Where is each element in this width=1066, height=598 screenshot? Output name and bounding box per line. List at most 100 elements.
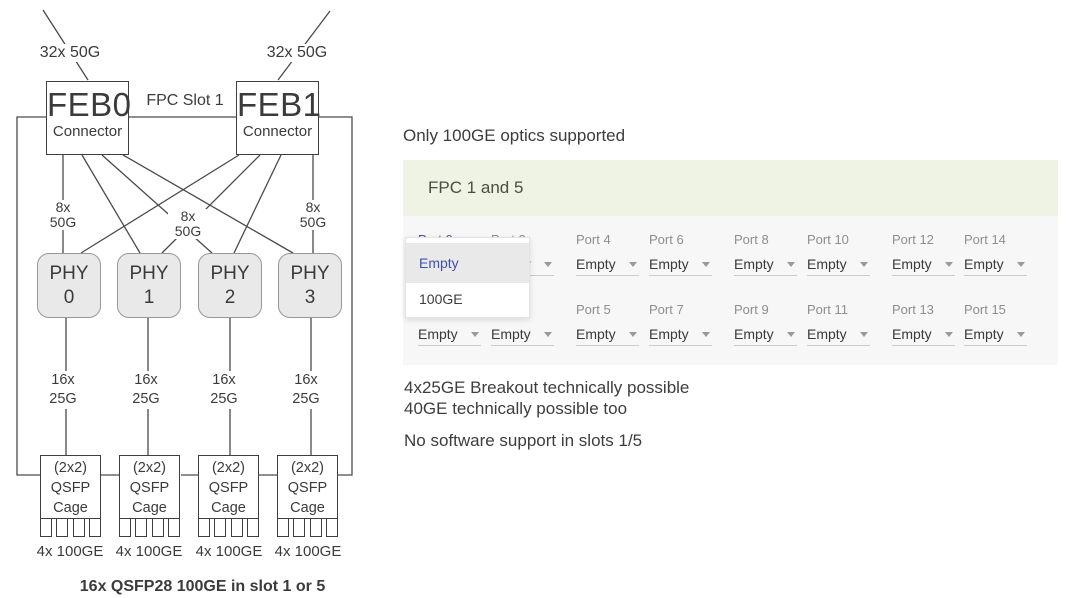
port-label: Port 13 — [892, 302, 934, 317]
feb-phy-link-label-left: 8x 50G — [43, 200, 83, 230]
qsfp-port-icon — [198, 518, 210, 537]
port-field-6: Port 6 Empty — [649, 233, 712, 276]
port-label: Port 10 — [807, 232, 849, 247]
qsfp-port-icon — [293, 518, 306, 537]
fpc-card-header: FPC 1 and 5 — [403, 160, 1058, 216]
qsfp-port-icon — [277, 518, 289, 537]
qsfp-port-icon — [309, 518, 322, 537]
port-select[interactable]: Empty — [892, 323, 955, 346]
chevron-down-icon — [629, 261, 637, 267]
port-select[interactable]: Empty — [964, 323, 1027, 346]
port-label: Port 5 — [576, 302, 611, 317]
optics-note: Only 100GE optics supported — [403, 126, 626, 145]
dropdown-option-empty[interactable]: Empty — [406, 243, 529, 283]
port-label: Port 6 — [649, 232, 684, 247]
software-note: No software support in slots 1/5 — [404, 430, 642, 451]
port-field-8: Port 8 Empty — [734, 233, 797, 276]
qsfp-cage-3: (2x2) QSFP Cage — [277, 455, 338, 519]
cage1-output-label: 4x 100GE — [115, 543, 183, 560]
qsfp-port-icon — [151, 518, 164, 537]
qsfp-port-icon — [40, 518, 52, 537]
feb1-subtitle: Connector — [242, 123, 313, 140]
port-label: Port 12 — [892, 232, 934, 247]
qsfp-port-icon — [88, 518, 101, 537]
port-select[interactable]: Empty — [576, 253, 639, 276]
feb1-title: FEB1 — [237, 86, 322, 123]
chevron-down-icon — [1017, 261, 1025, 267]
qsfp-port-icon — [135, 518, 148, 537]
phy-cage-link-label-2: 16x 25G — [202, 371, 246, 409]
uplink-label-right: 32x 50G — [261, 44, 333, 62]
breakout-notes: 4x25GE Breakout technically possible 40G… — [404, 377, 689, 419]
qsfp-port-icon — [72, 518, 85, 537]
chevron-down-icon — [629, 331, 637, 337]
note-line: 40GE technically possible too — [404, 399, 628, 418]
diagram-footnote: 16x QSFP28 100GE in slot 1 or 5 — [79, 578, 326, 595]
port-select[interactable]: Empty — [491, 323, 554, 346]
port-select[interactable]: Empty — [576, 323, 639, 346]
phy-cage-link-label-1: 16x 25G — [124, 371, 168, 409]
port-select[interactable]: Empty — [734, 323, 797, 346]
port-field-13: Port 13 Empty — [892, 303, 955, 346]
qsfp-port-icon — [246, 518, 259, 537]
port-label: Port 9 — [734, 302, 769, 317]
port-field-9: Port 9 Empty — [734, 303, 797, 346]
phy-cage-link-label-0: 16x 25G — [41, 371, 85, 409]
port-field-14: Port 14 Empty — [964, 233, 1027, 276]
chevron-down-icon — [945, 261, 953, 267]
port0-dropdown-menu: Empty 100GE — [405, 237, 530, 318]
cage1-ports — [119, 518, 180, 537]
port-label: Port 11 — [807, 302, 848, 317]
cage0-ports — [40, 518, 101, 537]
dropdown-option-100ge[interactable]: 100GE — [419, 291, 463, 307]
qsfp-port-icon — [214, 518, 227, 537]
chevron-down-icon — [945, 331, 953, 337]
chevron-down-icon — [1017, 331, 1025, 337]
qsfp-port-icon — [325, 518, 338, 537]
cage2-ports — [198, 518, 259, 537]
chevron-down-icon — [544, 261, 552, 267]
qsfp-cage-2: (2x2) QSFP Cage — [198, 455, 259, 519]
port-label: Port 4 — [576, 232, 611, 247]
qsfp-cage-0: (2x2) QSFP Cage — [40, 455, 101, 519]
port-select[interactable]: Empty — [734, 253, 797, 276]
qsfp-port-icon — [230, 518, 243, 537]
chevron-down-icon — [787, 261, 795, 267]
note-line: 4x25GE Breakout technically possible — [404, 378, 690, 397]
feb-phy-link-label-right: 8x 50G — [293, 200, 333, 230]
port-select[interactable]: Empty — [649, 253, 712, 276]
fpc-card-title: FPC 1 and 5 — [428, 178, 524, 197]
note-line: No software support in slots 1/5 — [404, 431, 643, 450]
port-label: Port 8 — [734, 232, 769, 247]
feb-phy-link-label-middle: 8x 50G — [168, 209, 208, 239]
cage3-output-label: 4x 100GE — [274, 543, 342, 560]
phy1-box: PHY 1 — [117, 253, 181, 318]
feb0-subtitle: Connector — [52, 123, 123, 140]
port-select[interactable]: Empty — [649, 323, 712, 346]
chevron-down-icon — [860, 331, 868, 337]
cage2-output-label: 4x 100GE — [195, 543, 263, 560]
chevron-down-icon — [860, 261, 868, 267]
feb0-box: FEB0 Connector — [46, 81, 132, 155]
phy2-box: PHY 2 — [198, 253, 262, 318]
port-select[interactable]: Empty — [892, 253, 955, 276]
phy3-box: PHY 3 — [278, 253, 342, 318]
port-label: Port 14 — [964, 232, 1006, 247]
qsfp-port-icon — [167, 518, 180, 537]
chevron-down-icon — [544, 331, 552, 337]
port-select[interactable]: Empty — [807, 253, 870, 276]
fpc-slot-label: FPC Slot 1 — [146, 92, 224, 109]
cage0-output-label: 4x 100GE — [36, 543, 104, 560]
port-select[interactable]: Empty — [964, 253, 1027, 276]
port-label: Port 7 — [649, 302, 684, 317]
port-field-10: Port 10 Empty — [807, 233, 870, 276]
port-select[interactable]: Empty — [418, 323, 481, 346]
feb0-title: FEB0 — [47, 86, 132, 123]
chevron-down-icon — [787, 331, 795, 337]
phy-cage-link-label-3: 16x 25G — [284, 371, 328, 409]
chevron-down-icon — [471, 331, 479, 337]
chevron-down-icon — [702, 261, 710, 267]
port-field-12: Port 12 Empty — [892, 233, 955, 276]
port-select[interactable]: Empty — [807, 323, 870, 346]
